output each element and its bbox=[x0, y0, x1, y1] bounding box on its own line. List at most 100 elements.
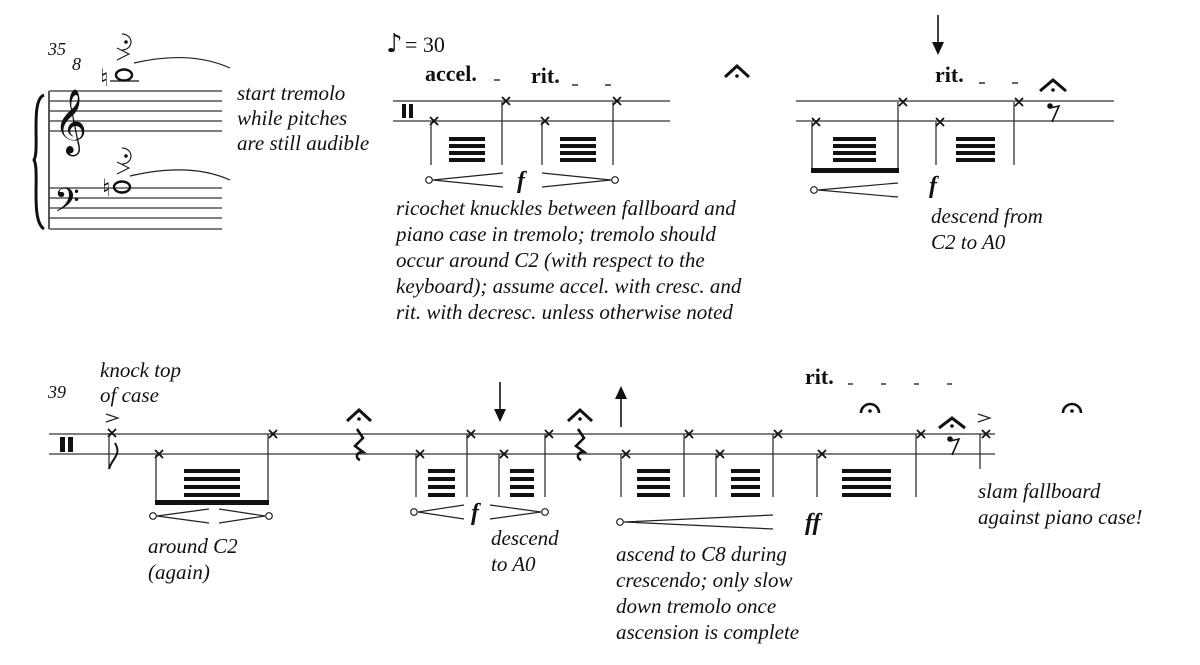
natural-sign-icon: ♮ bbox=[100, 64, 109, 92]
svg-text:while pitches: while pitches bbox=[237, 106, 347, 130]
long-fermata-icon bbox=[723, 63, 751, 79]
grand-staff-brace bbox=[32, 93, 46, 231]
tremolo-pair-8 bbox=[620, 429, 694, 497]
tremolo-pair-9 bbox=[715, 429, 783, 497]
fermata-icon bbox=[1061, 402, 1083, 414]
instruction-knock: knock top of case bbox=[100, 358, 181, 407]
x-notehead bbox=[1014, 97, 1024, 107]
svg-text:ricochet knuckles between fall: ricochet knuckles between fallboard and bbox=[396, 196, 736, 220]
accent-icon bbox=[105, 413, 120, 423]
measure-number-35: 35 bbox=[47, 39, 66, 59]
x-notehead bbox=[268, 429, 278, 439]
decrescendo-hairpin bbox=[218, 508, 266, 524]
x-notehead bbox=[466, 429, 476, 439]
fermata-dot bbox=[578, 417, 582, 421]
accent-icon bbox=[116, 47, 131, 61]
svg-text:around C2: around C2 bbox=[148, 534, 238, 558]
svg-text:ascend to C8 during: ascend to C8 during bbox=[616, 542, 787, 566]
fermata-dot bbox=[735, 74, 739, 78]
whole-note-bass bbox=[112, 180, 132, 194]
tremolo-beams-icon bbox=[428, 469, 455, 497]
fermata-dot bbox=[124, 154, 128, 158]
x-notehead bbox=[811, 117, 821, 127]
instruction-descend-from: descend from C2 to A0 bbox=[931, 204, 1043, 254]
x-notehead bbox=[715, 449, 725, 459]
treble-clef-icon: 𝄞 bbox=[54, 89, 87, 156]
beam bbox=[811, 168, 899, 173]
svg-text:start tremolo: start tremolo bbox=[237, 81, 345, 105]
x-notehead bbox=[612, 96, 622, 106]
accent-icon bbox=[977, 413, 992, 423]
niente-circle bbox=[611, 176, 619, 184]
svg-text:of case: of case bbox=[100, 383, 159, 407]
svg-text:descend: descend bbox=[491, 526, 559, 550]
crescendo-hairpin bbox=[817, 182, 899, 198]
niente-circle bbox=[149, 512, 157, 520]
long-fermata-icon bbox=[345, 407, 373, 423]
tremolo-pair-3 bbox=[811, 97, 908, 173]
bass-staff bbox=[49, 187, 222, 230]
tempo-rit-2: rit. bbox=[935, 62, 964, 87]
svg-text:are still audible: are still audible bbox=[237, 131, 369, 155]
fermata-dot bbox=[1051, 88, 1055, 92]
fermata-icon bbox=[121, 33, 132, 51]
tremolo-beams-icon bbox=[731, 469, 760, 497]
niente-circle bbox=[616, 518, 624, 526]
x-notehead bbox=[773, 429, 783, 439]
x-notehead bbox=[501, 96, 511, 106]
fermata-dot bbox=[868, 409, 872, 413]
fermata-dot bbox=[950, 424, 954, 428]
dynamic-forte: f bbox=[471, 500, 481, 526]
beam bbox=[155, 500, 269, 505]
percussion-staff-1 bbox=[393, 100, 670, 122]
fermata-icon bbox=[859, 402, 881, 414]
x-notehead bbox=[499, 449, 509, 459]
tempo-rit: rit. bbox=[531, 63, 560, 88]
tempo-rit-3: rit. bbox=[805, 364, 834, 389]
x-notehead bbox=[916, 429, 926, 439]
decrescendo-hairpin bbox=[489, 504, 542, 520]
svg-text:C2 to A0: C2 to A0 bbox=[931, 230, 1006, 254]
niente-circle bbox=[541, 508, 549, 516]
arrow-up-head bbox=[615, 386, 627, 399]
x-notehead bbox=[544, 429, 554, 439]
quarter-rest-icon bbox=[574, 428, 588, 462]
svg-text:occur around C2 (with respect: occur around C2 (with respect to the bbox=[396, 248, 705, 272]
decrescendo-hairpin bbox=[541, 172, 612, 188]
percussion-clef-icon bbox=[402, 104, 406, 118]
fermata-dot bbox=[1070, 409, 1074, 413]
flag bbox=[108, 442, 119, 470]
percussion-clef-icon bbox=[68, 437, 73, 452]
long-fermata-icon bbox=[938, 416, 966, 430]
svg-text:rit. with decresc. unless othe: rit. with decresc. unless otherwise note… bbox=[396, 300, 733, 324]
tremolo-beams-icon bbox=[449, 137, 485, 162]
tremolo-pair-5 bbox=[154, 429, 278, 505]
x-notehead bbox=[817, 449, 827, 459]
arrow-down-head bbox=[494, 409, 506, 422]
x-notehead bbox=[621, 449, 631, 459]
tremolo-beams-icon bbox=[510, 469, 534, 497]
svg-text:(again): (again) bbox=[148, 560, 210, 584]
svg-text:knock top: knock top bbox=[100, 358, 181, 382]
fermata-icon bbox=[121, 147, 132, 165]
svg-text:against piano case!: against piano case! bbox=[978, 505, 1142, 529]
svg-text:down tremolo once: down tremolo once bbox=[616, 594, 776, 618]
tie-curve-treble bbox=[133, 56, 231, 69]
treble-staff bbox=[49, 90, 222, 132]
percussion-staff-3 bbox=[49, 433, 995, 455]
svg-text:ascension is complete: ascension is complete bbox=[616, 620, 799, 644]
x-notehead bbox=[935, 117, 945, 127]
tremolo-pair-2 bbox=[540, 96, 622, 165]
tremolo-beams-icon bbox=[560, 137, 596, 162]
percussion-clef-icon bbox=[60, 437, 65, 452]
niente-circle bbox=[410, 508, 418, 516]
dynamic-fortissimo: ff bbox=[805, 510, 823, 536]
tie-curve-bass bbox=[129, 169, 231, 181]
long-fermata-icon bbox=[566, 407, 594, 423]
eighth-rest-stroke bbox=[1049, 104, 1061, 123]
fermata-dot bbox=[124, 40, 128, 44]
percussion-clef-icon bbox=[409, 104, 413, 118]
tremolo-beams-icon bbox=[956, 137, 995, 162]
x-notehead bbox=[684, 429, 694, 439]
